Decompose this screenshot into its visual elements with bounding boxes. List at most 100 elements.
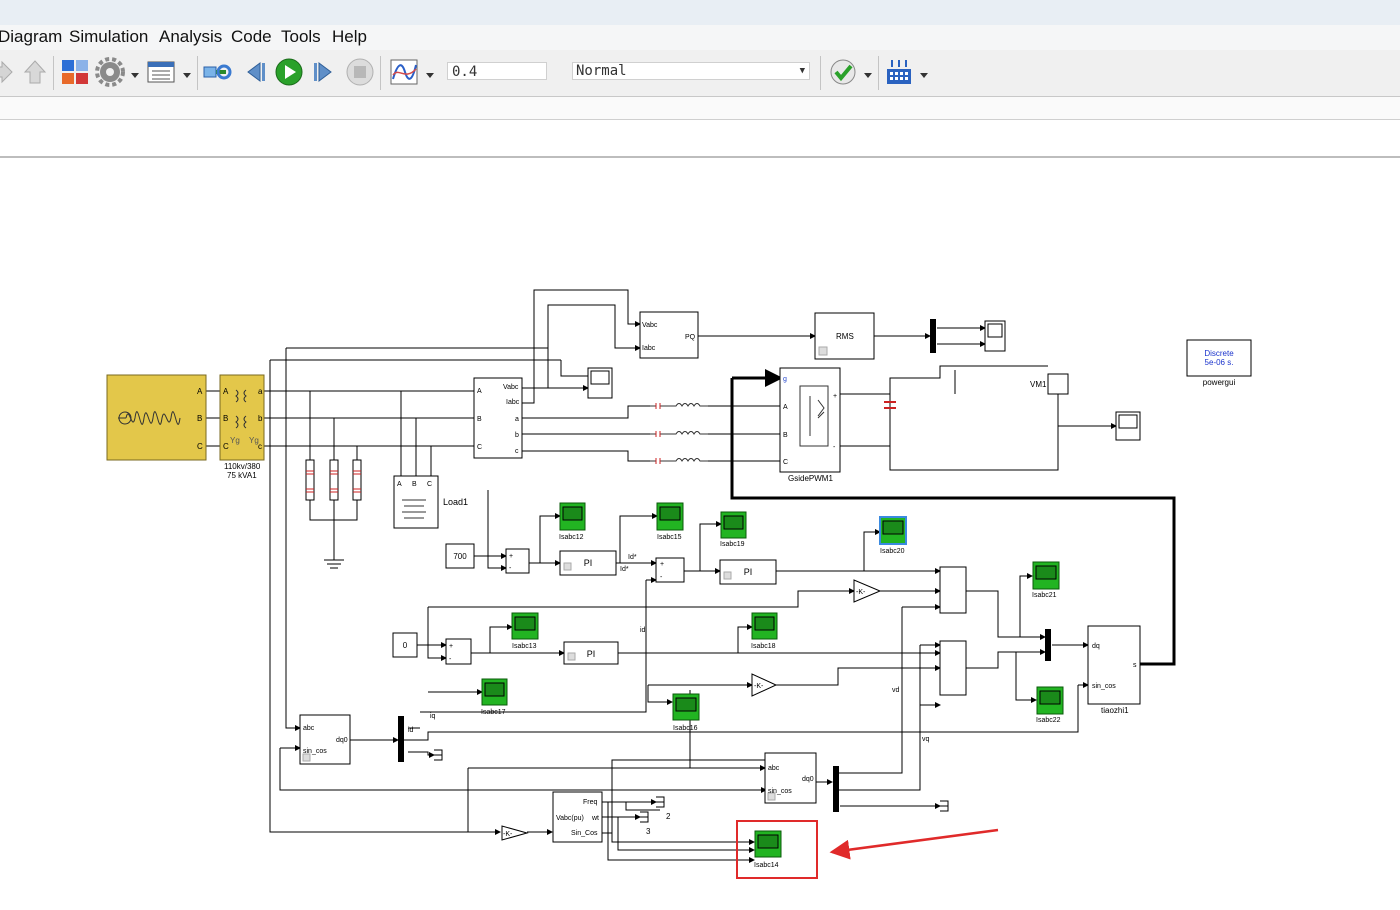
gain-block-3[interactable] xyxy=(501,825,529,841)
demux-2[interactable] xyxy=(833,766,839,812)
scope-isabc18[interactable] xyxy=(751,612,778,640)
pi-controller-2[interactable] xyxy=(719,559,777,585)
model-advisor-icon[interactable] xyxy=(828,57,858,87)
gain-block-1[interactable] xyxy=(853,579,882,603)
capacitor-bank[interactable] xyxy=(305,459,362,501)
chevron-down-icon[interactable] xyxy=(425,67,435,78)
gside-pwm-converter[interactable] xyxy=(779,367,841,473)
annotation-arrow xyxy=(829,828,999,860)
chevron-down-icon[interactable] xyxy=(919,67,929,78)
voltage-measurement-vm1[interactable] xyxy=(1047,373,1069,395)
menu-help[interactable]: Help xyxy=(332,27,367,46)
sum-block-1[interactable] xyxy=(505,548,530,574)
scope-isabc21[interactable] xyxy=(1032,561,1060,590)
xfmr-label-2: 75 kVA1 xyxy=(227,471,257,480)
demux-1[interactable] xyxy=(398,716,404,762)
transformer[interactable] xyxy=(219,374,265,461)
vi-measurement-block[interactable] xyxy=(473,377,523,459)
terminator-1[interactable] xyxy=(434,749,443,761)
constant-0[interactable] xyxy=(392,632,418,658)
scope-isabc14-label: Isabc14 xyxy=(754,862,779,869)
three-phase-source[interactable] xyxy=(106,374,207,461)
simulation-mode-select[interactable]: Normal ▼ xyxy=(572,62,810,80)
abc-to-dq0-2[interactable] xyxy=(764,752,817,804)
menu-simulation[interactable]: Simulation xyxy=(69,27,149,46)
sum-block-4[interactable] xyxy=(939,640,967,696)
abc-to-dq0-1[interactable] xyxy=(299,714,351,765)
pq-iabc: Iabc xyxy=(642,345,656,352)
power-pq-block[interactable] xyxy=(639,311,699,359)
forward-arrow-icon[interactable] xyxy=(0,57,16,87)
scope-isabc15[interactable] xyxy=(656,502,684,531)
gear-icon[interactable] xyxy=(95,57,125,87)
load-block[interactable] xyxy=(393,475,439,529)
up-arrow-icon[interactable] xyxy=(20,57,50,87)
pi-controller-3[interactable] xyxy=(563,641,619,665)
scope-isabc13[interactable] xyxy=(511,612,539,640)
menu-analysis[interactable]: Analysis xyxy=(159,27,223,46)
chevron-down-icon: ▼ xyxy=(799,66,805,76)
source-port-c: C xyxy=(197,442,203,451)
scope-vm1[interactable] xyxy=(1115,411,1141,441)
stop-time-input[interactable]: 0.4 xyxy=(447,62,547,80)
tiaozhi-label: tiaozhi1 xyxy=(1101,706,1129,715)
rms-block[interactable] xyxy=(814,312,875,360)
meas-B: B xyxy=(477,416,482,423)
chevron-down-icon[interactable] xyxy=(863,67,873,78)
xfmr-port-c: C xyxy=(223,442,229,451)
scope-meas[interactable] xyxy=(587,367,613,399)
chevron-down-icon[interactable] xyxy=(130,67,140,78)
meas-iabc: Iabc xyxy=(506,399,520,406)
build-icon[interactable] xyxy=(884,57,914,87)
xfmr-label-1: 110kv/380 xyxy=(224,462,261,471)
toolbar-separator xyxy=(53,56,54,90)
load-label: Load1 xyxy=(443,497,468,507)
scope-isabc22[interactable] xyxy=(1036,686,1064,715)
scope-isabc19[interactable] xyxy=(720,511,747,539)
menu-code[interactable]: Code xyxy=(231,27,272,46)
chevron-down-icon[interactable] xyxy=(182,67,192,78)
terminator-3[interactable] xyxy=(656,796,665,808)
run-icon[interactable] xyxy=(274,57,304,87)
sum-block-5[interactable] xyxy=(445,638,472,665)
sum-block-2[interactable] xyxy=(655,557,685,583)
mux-rms[interactable] xyxy=(930,319,936,353)
scope-isabc16[interactable] xyxy=(672,693,700,721)
gside-g: g xyxy=(783,376,787,383)
tiaozhi-modulator[interactable] xyxy=(1087,625,1141,705)
scope-isabc17[interactable] xyxy=(481,678,508,706)
terminator-2[interactable] xyxy=(940,800,949,812)
abcdq1-dq0: dq0 xyxy=(336,737,348,744)
scope-isabc12[interactable] xyxy=(559,502,586,531)
gain-block-2[interactable] xyxy=(751,673,778,697)
terminator-4[interactable] xyxy=(640,811,649,823)
id-star-label-2: Id* xyxy=(620,566,629,573)
update-model-icon[interactable] xyxy=(202,57,232,87)
pll-block[interactable] xyxy=(552,791,603,843)
data-inspector-icon[interactable] xyxy=(389,57,419,87)
sum-block-3[interactable] xyxy=(939,566,967,614)
scope-isabc12-label: Isabc12 xyxy=(559,534,584,541)
model-explorer-icon[interactable] xyxy=(146,57,176,87)
scope-isabc20[interactable] xyxy=(879,516,907,545)
pq-label: PQ xyxy=(685,334,696,341)
scope-rms[interactable] xyxy=(984,320,1006,352)
tiaozhi-s: s xyxy=(1133,662,1137,669)
step-back-icon[interactable] xyxy=(240,57,270,87)
abcdq2-abc: abc xyxy=(768,765,780,772)
line-inductors[interactable] xyxy=(650,403,708,464)
model-canvas[interactable]: A B C A B C a b c Yg Yg 110kv/380 75 kVA… xyxy=(0,158,1400,910)
pi-controller-1[interactable] xyxy=(559,550,617,576)
step-forward-icon[interactable] xyxy=(309,57,339,87)
library-browser-icon[interactable] xyxy=(60,57,90,87)
scope-isabc14[interactable] xyxy=(754,830,782,858)
dc-capacitor[interactable] xyxy=(884,390,896,420)
id-star-label: Id* xyxy=(628,554,637,561)
mux-dq[interactable] xyxy=(1045,629,1051,661)
scope-isabc18-label: Isabc18 xyxy=(751,643,776,650)
menu-tools[interactable]: Tools xyxy=(281,27,321,46)
stop-icon[interactable] xyxy=(345,57,375,87)
menu-diagram[interactable]: Diagram xyxy=(0,27,63,46)
constant-700[interactable] xyxy=(445,543,475,569)
powergui-block[interactable] xyxy=(1186,339,1252,377)
